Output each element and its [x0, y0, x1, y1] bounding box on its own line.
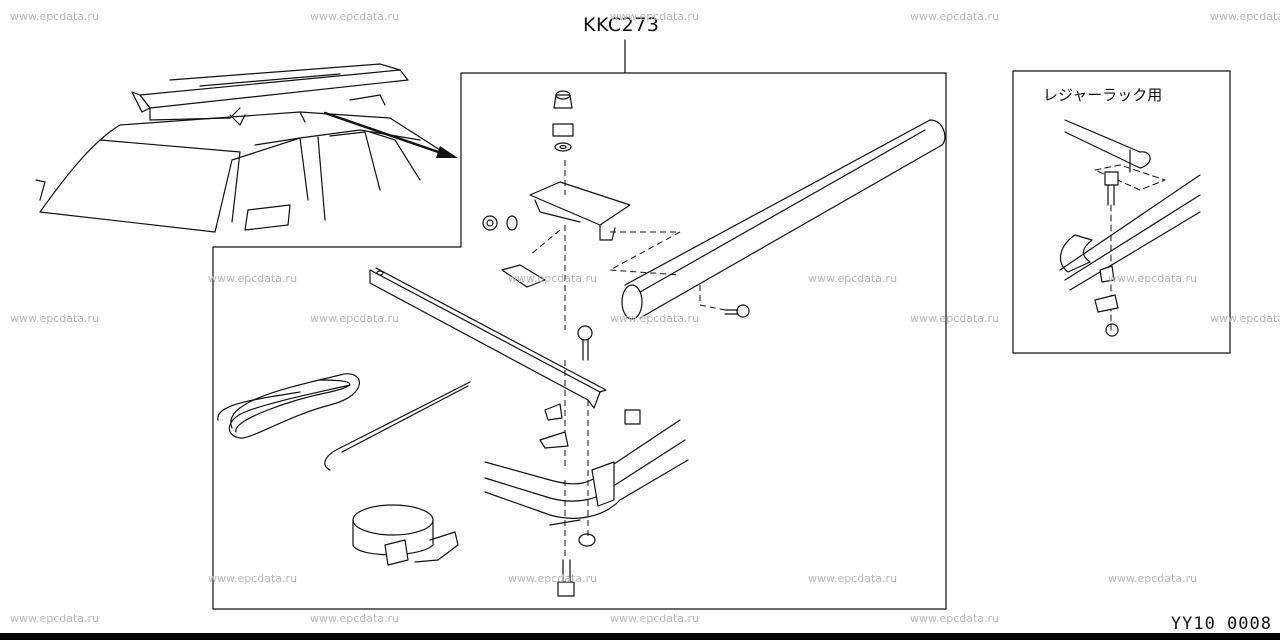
wm: www.epcdata.ru: [1108, 272, 1198, 285]
wm: www.epcdata.ru: [610, 10, 700, 23]
car-with-roof-rack: [35, 63, 441, 233]
tie-down-cord: [217, 373, 360, 439]
wm: www.epcdata.ru: [10, 612, 100, 625]
roof-gutter: [484, 419, 689, 526]
reference-code: YY10 0008: [1170, 614, 1272, 634]
wm: www.epcdata.ru: [1108, 572, 1198, 585]
wm: www.epcdata.ru: [310, 10, 400, 23]
wm: www.epcdata.ru: [1210, 10, 1280, 23]
wm: www.epcdata.ru: [10, 10, 100, 23]
side-rail-tube: [621, 119, 946, 320]
detail-arrow-head: [436, 146, 458, 158]
mounting-bracket: [501, 181, 631, 288]
wm: www.epcdata.ru: [310, 312, 400, 325]
wm: www.epcdata.ru: [910, 10, 1000, 23]
inset-label: レジャーラック用: [1043, 86, 1163, 104]
wm: www.epcdata.ru: [208, 272, 298, 285]
assembly-leaders: [529, 160, 726, 560]
detail-arrow-line: [323, 111, 452, 158]
wm: www.epcdata.ru: [508, 272, 598, 285]
wm: www.epcdata.ru: [910, 612, 1000, 625]
wm: www.epcdata.ru: [610, 312, 700, 325]
rack-bar: [369, 267, 607, 409]
wm: www.epcdata.ru: [10, 312, 100, 325]
hook-rod: [324, 381, 471, 471]
wm: www.epcdata.ru: [610, 612, 700, 625]
wm: www.epcdata.ru: [910, 312, 1000, 325]
wm: www.epcdata.ru: [208, 572, 298, 585]
wm: www.epcdata.ru: [1210, 312, 1280, 325]
part-code-label: KKC273: [583, 14, 660, 36]
wm: www.epcdata.ru: [508, 572, 598, 585]
fasteners: [482, 90, 750, 597]
wm: www.epcdata.ru: [808, 572, 898, 585]
wm: www.epcdata.ru: [808, 272, 898, 285]
main-frame: [212, 72, 947, 610]
inset-leisure-rack: [1059, 119, 1201, 337]
bottom-bar: [0, 633, 1280, 640]
wm: www.epcdata.ru: [310, 612, 400, 625]
inset-frame: [1012, 70, 1231, 354]
strap-belt: [352, 504, 459, 566]
